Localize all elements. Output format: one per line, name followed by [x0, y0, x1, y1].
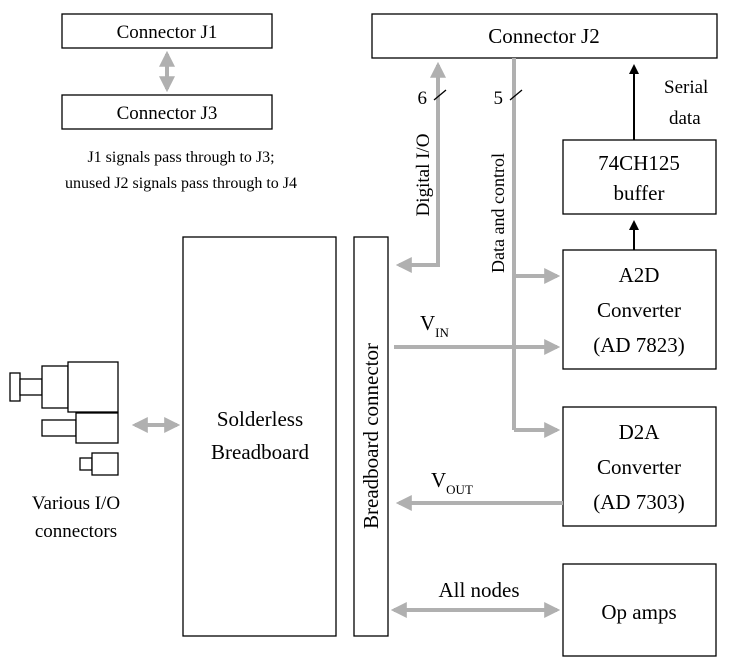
io-connectors-label-line2: connectors	[35, 521, 117, 542]
connector-j1-block: Connector J1	[61, 13, 273, 49]
connector-j2-block: Connector J2	[371, 13, 718, 59]
breadboard-label-line2: Breadboard	[211, 440, 309, 464]
bnc-connector-icon	[9, 361, 119, 413]
buffer-label-line2: buffer	[614, 181, 665, 205]
io-connectors-label-line1: Various I/O	[32, 493, 120, 514]
data-control-label: Data and control	[488, 153, 508, 273]
data-control-bus-slash	[509, 89, 523, 101]
connector-j3-label: Connector J3	[117, 103, 218, 124]
breadboard-connector-block: Breadboard connector	[353, 236, 389, 637]
buffer-label-line1: 74CH125	[598, 151, 680, 175]
digital-io-width: 6	[418, 88, 428, 109]
vout-label-main: V	[431, 468, 446, 492]
a2d-label-line2: Converter	[597, 298, 681, 322]
a2d-label-line3: (AD 7823)	[593, 333, 685, 357]
all-nodes-label: All nodes	[438, 578, 519, 602]
connector-j2-label: Connector J2	[488, 24, 599, 48]
connector-j3-block: Connector J3	[61, 94, 273, 130]
vout-label-sub: OUT	[446, 482, 473, 497]
data-control-width: 5	[494, 88, 504, 109]
d2a-converter-block: D2A Converter (AD 7303)	[562, 406, 717, 527]
vout-label: VOUT	[431, 468, 473, 497]
digital-io-bus-slash	[433, 89, 447, 101]
solderless-breadboard-block: Solderless Breadboard	[182, 236, 337, 637]
a2d-converter-block: A2D Converter (AD 7823)	[562, 249, 717, 370]
serial-data-label-line2: data	[669, 108, 701, 129]
op-amps-label: Op amps	[601, 600, 676, 624]
digital-io-arrow	[395, 61, 446, 273]
buffer-block: 74CH125 buffer	[562, 139, 717, 215]
medium-connector-icon	[41, 412, 119, 444]
d2a-label-line1: D2A	[619, 420, 661, 444]
passthrough-note-line1: J1 signals pass through to J3;	[87, 149, 274, 166]
passthrough-note-line2: unused J2 signals pass through to J4	[65, 175, 297, 192]
digital-io-label: Digital I/O	[413, 134, 434, 217]
breadboard-label-line1: Solderless	[217, 407, 303, 431]
vin-label-sub: IN	[435, 325, 449, 340]
d2a-label-line2: Converter	[597, 455, 681, 479]
connector-j1-label: Connector J1	[117, 22, 218, 43]
vin-label: VIN	[420, 311, 450, 340]
breadboard-connector-label: Breadboard connector	[359, 343, 383, 529]
small-connector-icon	[79, 452, 119, 476]
a2d-label-line1: A2D	[619, 263, 660, 287]
serial-data-label-line1: Serial	[664, 77, 708, 98]
vin-label-main: V	[420, 311, 435, 335]
d2a-label-line3: (AD 7303)	[593, 490, 685, 514]
op-amps-block: Op amps	[562, 563, 717, 657]
